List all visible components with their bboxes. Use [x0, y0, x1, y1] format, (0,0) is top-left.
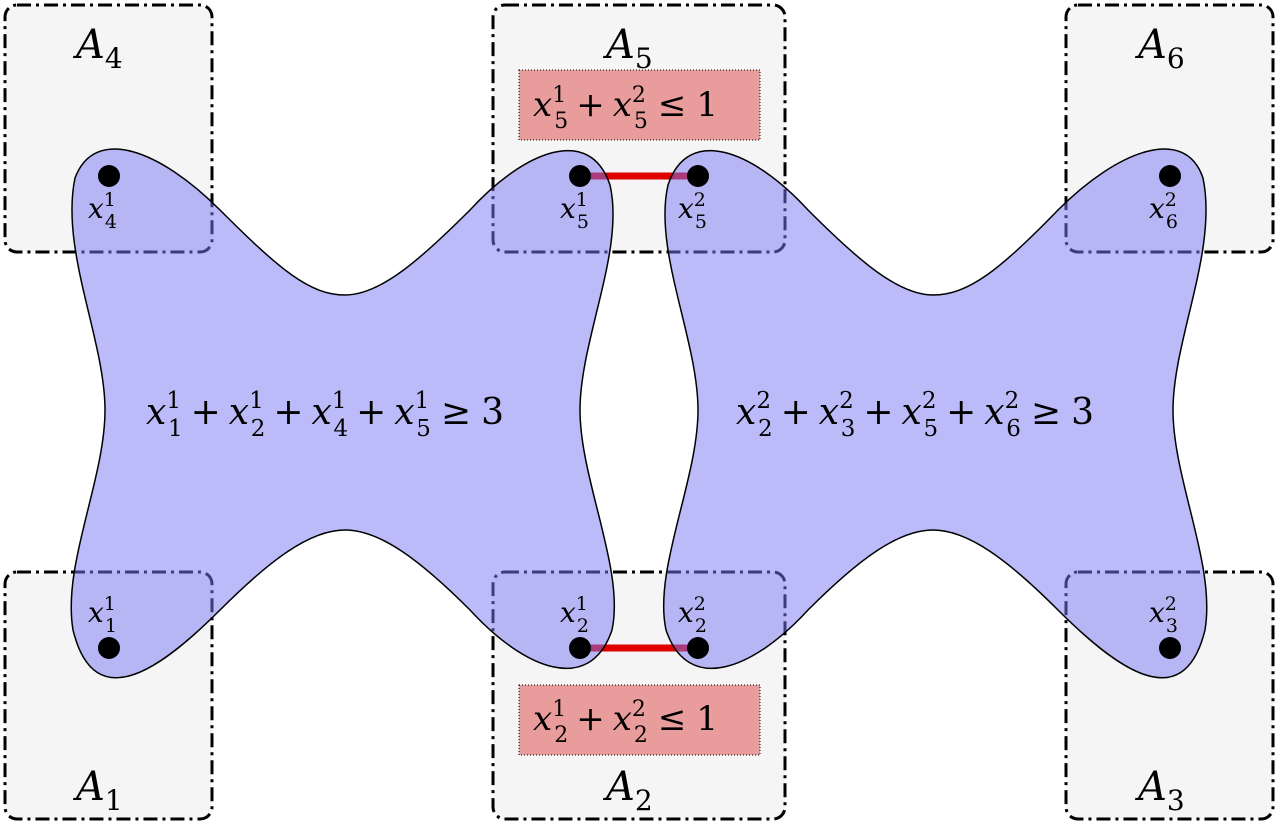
point-layer — [98, 165, 1181, 659]
right-blob — [662, 148, 1208, 679]
box-label-a4: A4 — [72, 22, 123, 75]
constraint-box-top — [518, 69, 761, 141]
point-x1-1 — [98, 637, 120, 659]
point-x5-1 — [569, 165, 591, 187]
point-x5-2 — [687, 165, 709, 187]
point-x3-2 — [1159, 637, 1181, 659]
box-label-a2: A2 — [602, 764, 653, 817]
box-label-a1: A1 — [72, 764, 123, 817]
point-x2-1 — [569, 637, 591, 659]
box-label-a3: A3 — [1134, 764, 1185, 817]
box-label-a6: A6 — [1134, 22, 1185, 75]
point-x4-1 — [98, 165, 120, 187]
blob-layer — [70, 148, 1208, 679]
box-label-a5: A5 — [602, 22, 653, 75]
box-labels: A4 A5 A6 A1 A2 A3 — [72, 22, 1185, 817]
point-x2-2 — [687, 637, 709, 659]
constraint-box-bottom — [518, 684, 761, 756]
point-x6-2 — [1159, 165, 1181, 187]
left-blob — [70, 148, 616, 679]
